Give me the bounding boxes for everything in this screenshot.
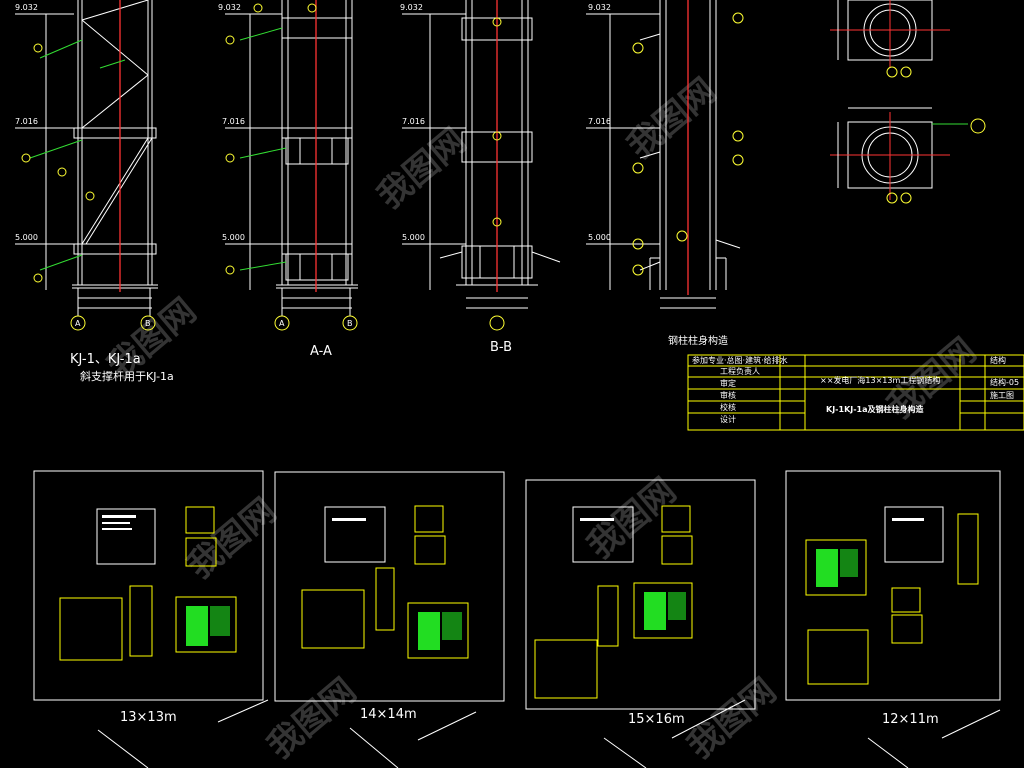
layout-size-label: 15×16m — [628, 712, 685, 727]
layout-thumb-4 — [785, 470, 1001, 701]
elevation-label: 9.032 — [400, 3, 423, 12]
drawing-title: KJ-1KJ-1a及钢柱柱身构造 — [826, 404, 924, 414]
kj-elevation-view — [15, 0, 158, 316]
elevation-label: 7.016 — [402, 117, 425, 126]
plate-markers — [886, 66, 986, 204]
axis-a-label: A — [279, 319, 285, 328]
pointer-lines — [97, 699, 1001, 768]
layout-thumb-3 — [525, 479, 756, 710]
aa-leaders — [239, 27, 287, 271]
layout-thumb-1 — [33, 470, 264, 701]
elevation-label: 9.032 — [15, 3, 38, 12]
bb-level-marks: 9.032 7.016 5.000 — [400, 3, 425, 242]
view-title-column: 钢柱柱身构造 — [668, 336, 728, 347]
title-row: 审核 — [720, 390, 736, 400]
title-row: 工程负责人 — [720, 366, 760, 376]
watermark: 我图网 — [260, 671, 364, 767]
title-row: 校核 — [720, 402, 736, 412]
plate-detail-bottom — [830, 107, 968, 200]
elevation-label: 7.016 — [15, 117, 38, 126]
title-row: 设计 — [720, 414, 736, 424]
elevation-label: 7.016 — [588, 117, 611, 126]
bb-section-view — [402, 0, 561, 309]
column-level-marks: 9.032 7.016 5.000 — [588, 3, 611, 242]
elevation-label: 5.000 — [402, 233, 425, 242]
title-block-text: 参加专业·总图·建筑·给排水 工程负责人 审定 审核 校核 设计 ××发电厂海1… — [692, 355, 1019, 424]
axis-b-label: B — [145, 319, 151, 328]
aa-level-marks: 9.032 7.016 5.000 — [218, 3, 245, 242]
kj-level-marks: 9.032 7.016 5.000 — [15, 3, 38, 242]
watermark: 我图网 — [680, 671, 784, 767]
elevation-label: 9.032 — [588, 3, 611, 12]
watermark: 我图网 — [180, 491, 284, 587]
elevation-label: 5.000 — [588, 233, 611, 242]
axis-b-label: B — [347, 319, 353, 328]
design-no: 结构-05 — [990, 377, 1019, 387]
title-row: 审定 — [720, 378, 736, 388]
title-block — [687, 354, 1024, 431]
kj-leaders — [29, 39, 126, 271]
elevation-label: 9.032 — [218, 3, 241, 12]
view-note-kj: 斜支撑杆用于KJ-1a — [80, 370, 174, 383]
kj-axis-bubbles: A B — [21, 43, 156, 331]
project-name: ××发电厂海13×13m工程钢结构 — [820, 375, 940, 385]
column-body-view — [586, 0, 741, 309]
watermark: 我图网 — [370, 121, 474, 217]
watermark-layer: 我图网 我图网 我图网 我图网 我图网 我图网 我图网 我图网 — [100, 71, 984, 767]
elevation-label: 7.016 — [222, 117, 245, 126]
watermark: 我图网 — [620, 71, 724, 167]
stage: 施工图 — [990, 390, 1014, 400]
view-title-bb: B-B — [490, 340, 513, 355]
axis-a-label: A — [75, 319, 81, 328]
view-title-aa: A-A — [310, 344, 332, 359]
column-markers — [632, 12, 744, 276]
view-title-kj: KJ-1、KJ-1a — [70, 352, 141, 367]
layout-size-label: 12×11m — [882, 712, 939, 727]
title-row: 参加专业·总图·建筑·给排水 — [692, 355, 788, 365]
layout-thumb-2 — [274, 471, 505, 702]
layout-size-label: 14×14m — [360, 707, 417, 722]
discipline: 结构 — [990, 355, 1006, 365]
aa-section-view — [225, 0, 358, 316]
plate-detail-top — [830, 0, 950, 68]
bb-markers — [489, 17, 505, 331]
aa-axis-bubbles: A B — [225, 3, 358, 331]
layout-size-label: 13×13m — [120, 710, 177, 725]
elevation-label: 5.000 — [222, 233, 245, 242]
elevation-label: 5.000 — [15, 233, 38, 242]
